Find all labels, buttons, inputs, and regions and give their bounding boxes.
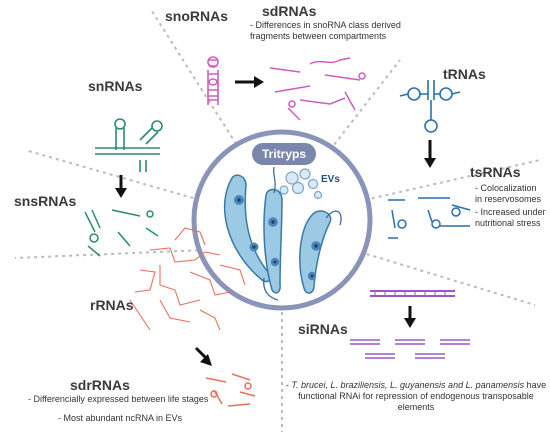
trna-structure — [399, 80, 461, 133]
snrna-structure — [95, 118, 163, 172]
ev-bubbles — [279, 168, 323, 200]
title-snrnas: snRNAs — [88, 78, 143, 94]
note-sdrnas: - Differences in snoRNA class derived fr… — [250, 20, 401, 41]
arrow-t-to-ts — [424, 140, 436, 168]
note-sirnas-species: T. brucei, L. braziliensis, L. guyanensi… — [291, 380, 525, 390]
rrna-structure — [129, 227, 246, 331]
note-tsrnas-1: - Colocalization in reservosomes — [475, 183, 542, 204]
title-sirnas: siRNAs — [298, 321, 348, 337]
sdrrna-fragments — [205, 373, 256, 407]
arrow-si — [404, 306, 416, 328]
sdrna-fragments — [269, 57, 366, 121]
sirna-small-duplexes — [350, 339, 470, 359]
sirna-duplex-long — [370, 290, 455, 297]
note-sirnas-rest: have functional RNAi for repression of e… — [298, 380, 547, 412]
title-rrnas: rRNAs — [90, 297, 134, 313]
title-snornas: snoRNAs — [165, 8, 229, 24]
arrow-r-to-sdr — [194, 346, 212, 366]
tsrna-fragments — [388, 197, 471, 239]
ev-label: EVs — [321, 174, 340, 185]
title-tsrnas: tsRNAs — [470, 164, 521, 180]
note-sirnas: - T. brucei, L. braziliensis, L. guyanen… — [285, 380, 547, 412]
title-sdrnas: sdRNAs — [262, 3, 317, 19]
trypanosome-cells — [223, 161, 342, 301]
title-trnas: tRNAs — [443, 66, 486, 82]
snorna-structure — [207, 56, 219, 105]
title-snsrnas: snsRNAs — [14, 193, 77, 209]
snsrna-fragments — [84, 209, 159, 257]
note-sdrrnas-1: - Differencially expressed between life … — [28, 394, 209, 404]
note-sdrrnas-2: - Most abundant ncRNA in EVs — [58, 413, 183, 423]
sector-dividers — [14, 7, 541, 432]
title-sdrrnas: sdrRNAs — [70, 377, 130, 393]
tritryps-pill: Tritryps — [250, 141, 318, 167]
arrow-sno-to-sd — [235, 76, 264, 88]
arrow-sn-to-sns — [115, 175, 127, 198]
note-tsrnas-2: - Increased under nutritional stress — [475, 207, 546, 228]
